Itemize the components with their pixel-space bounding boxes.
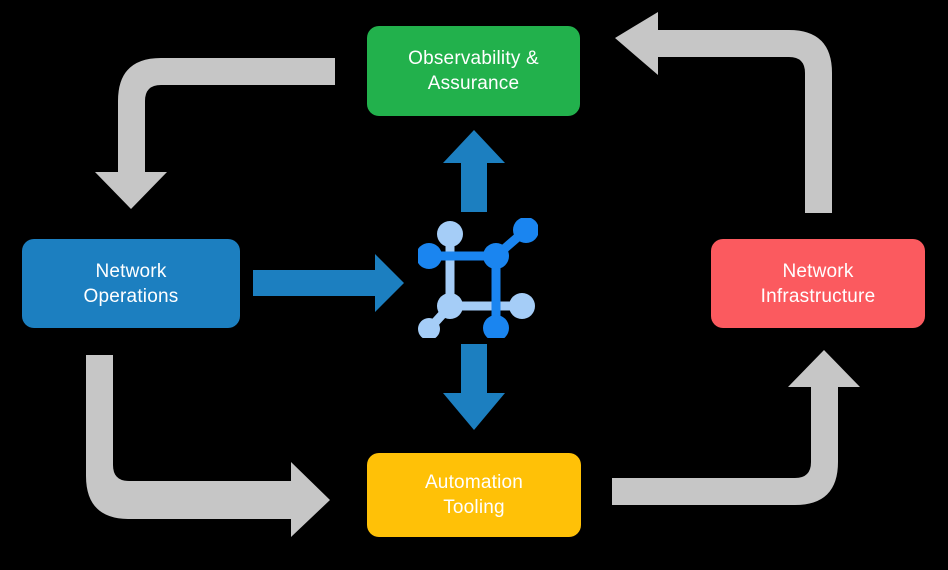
arrow-operations-to-automation: [86, 355, 330, 537]
arrow-infrastructure-to-observability: [615, 12, 832, 213]
arrow-operations-to-center: [253, 254, 404, 312]
network-icon-light-nodes: [418, 221, 535, 338]
arrow-automation-to-infrastructure: [612, 350, 860, 505]
box-operations-label: Network Operations: [83, 260, 179, 307]
arrow-center-to-automation: [443, 344, 505, 430]
network-icon-dark-nodes: [418, 218, 538, 338]
box-infrastructure-label: Network Infrastructure: [760, 260, 876, 307]
box-automation-tooling[interactable]: Automation Tooling: [367, 453, 581, 537]
box-network-operations[interactable]: Network Operations: [22, 239, 240, 328]
box-network-infrastructure[interactable]: Network Infrastructure: [711, 239, 925, 328]
box-observability-assurance[interactable]: Observability & Assurance: [367, 26, 580, 116]
box-automation-label: Automation Tooling: [424, 472, 524, 518]
arrow-center-to-observability: [443, 130, 505, 212]
arrow-observability-to-operations: [95, 58, 335, 209]
box-observability-label: Observability & Assurance: [408, 48, 539, 94]
network-topology-icon: [418, 218, 538, 338]
